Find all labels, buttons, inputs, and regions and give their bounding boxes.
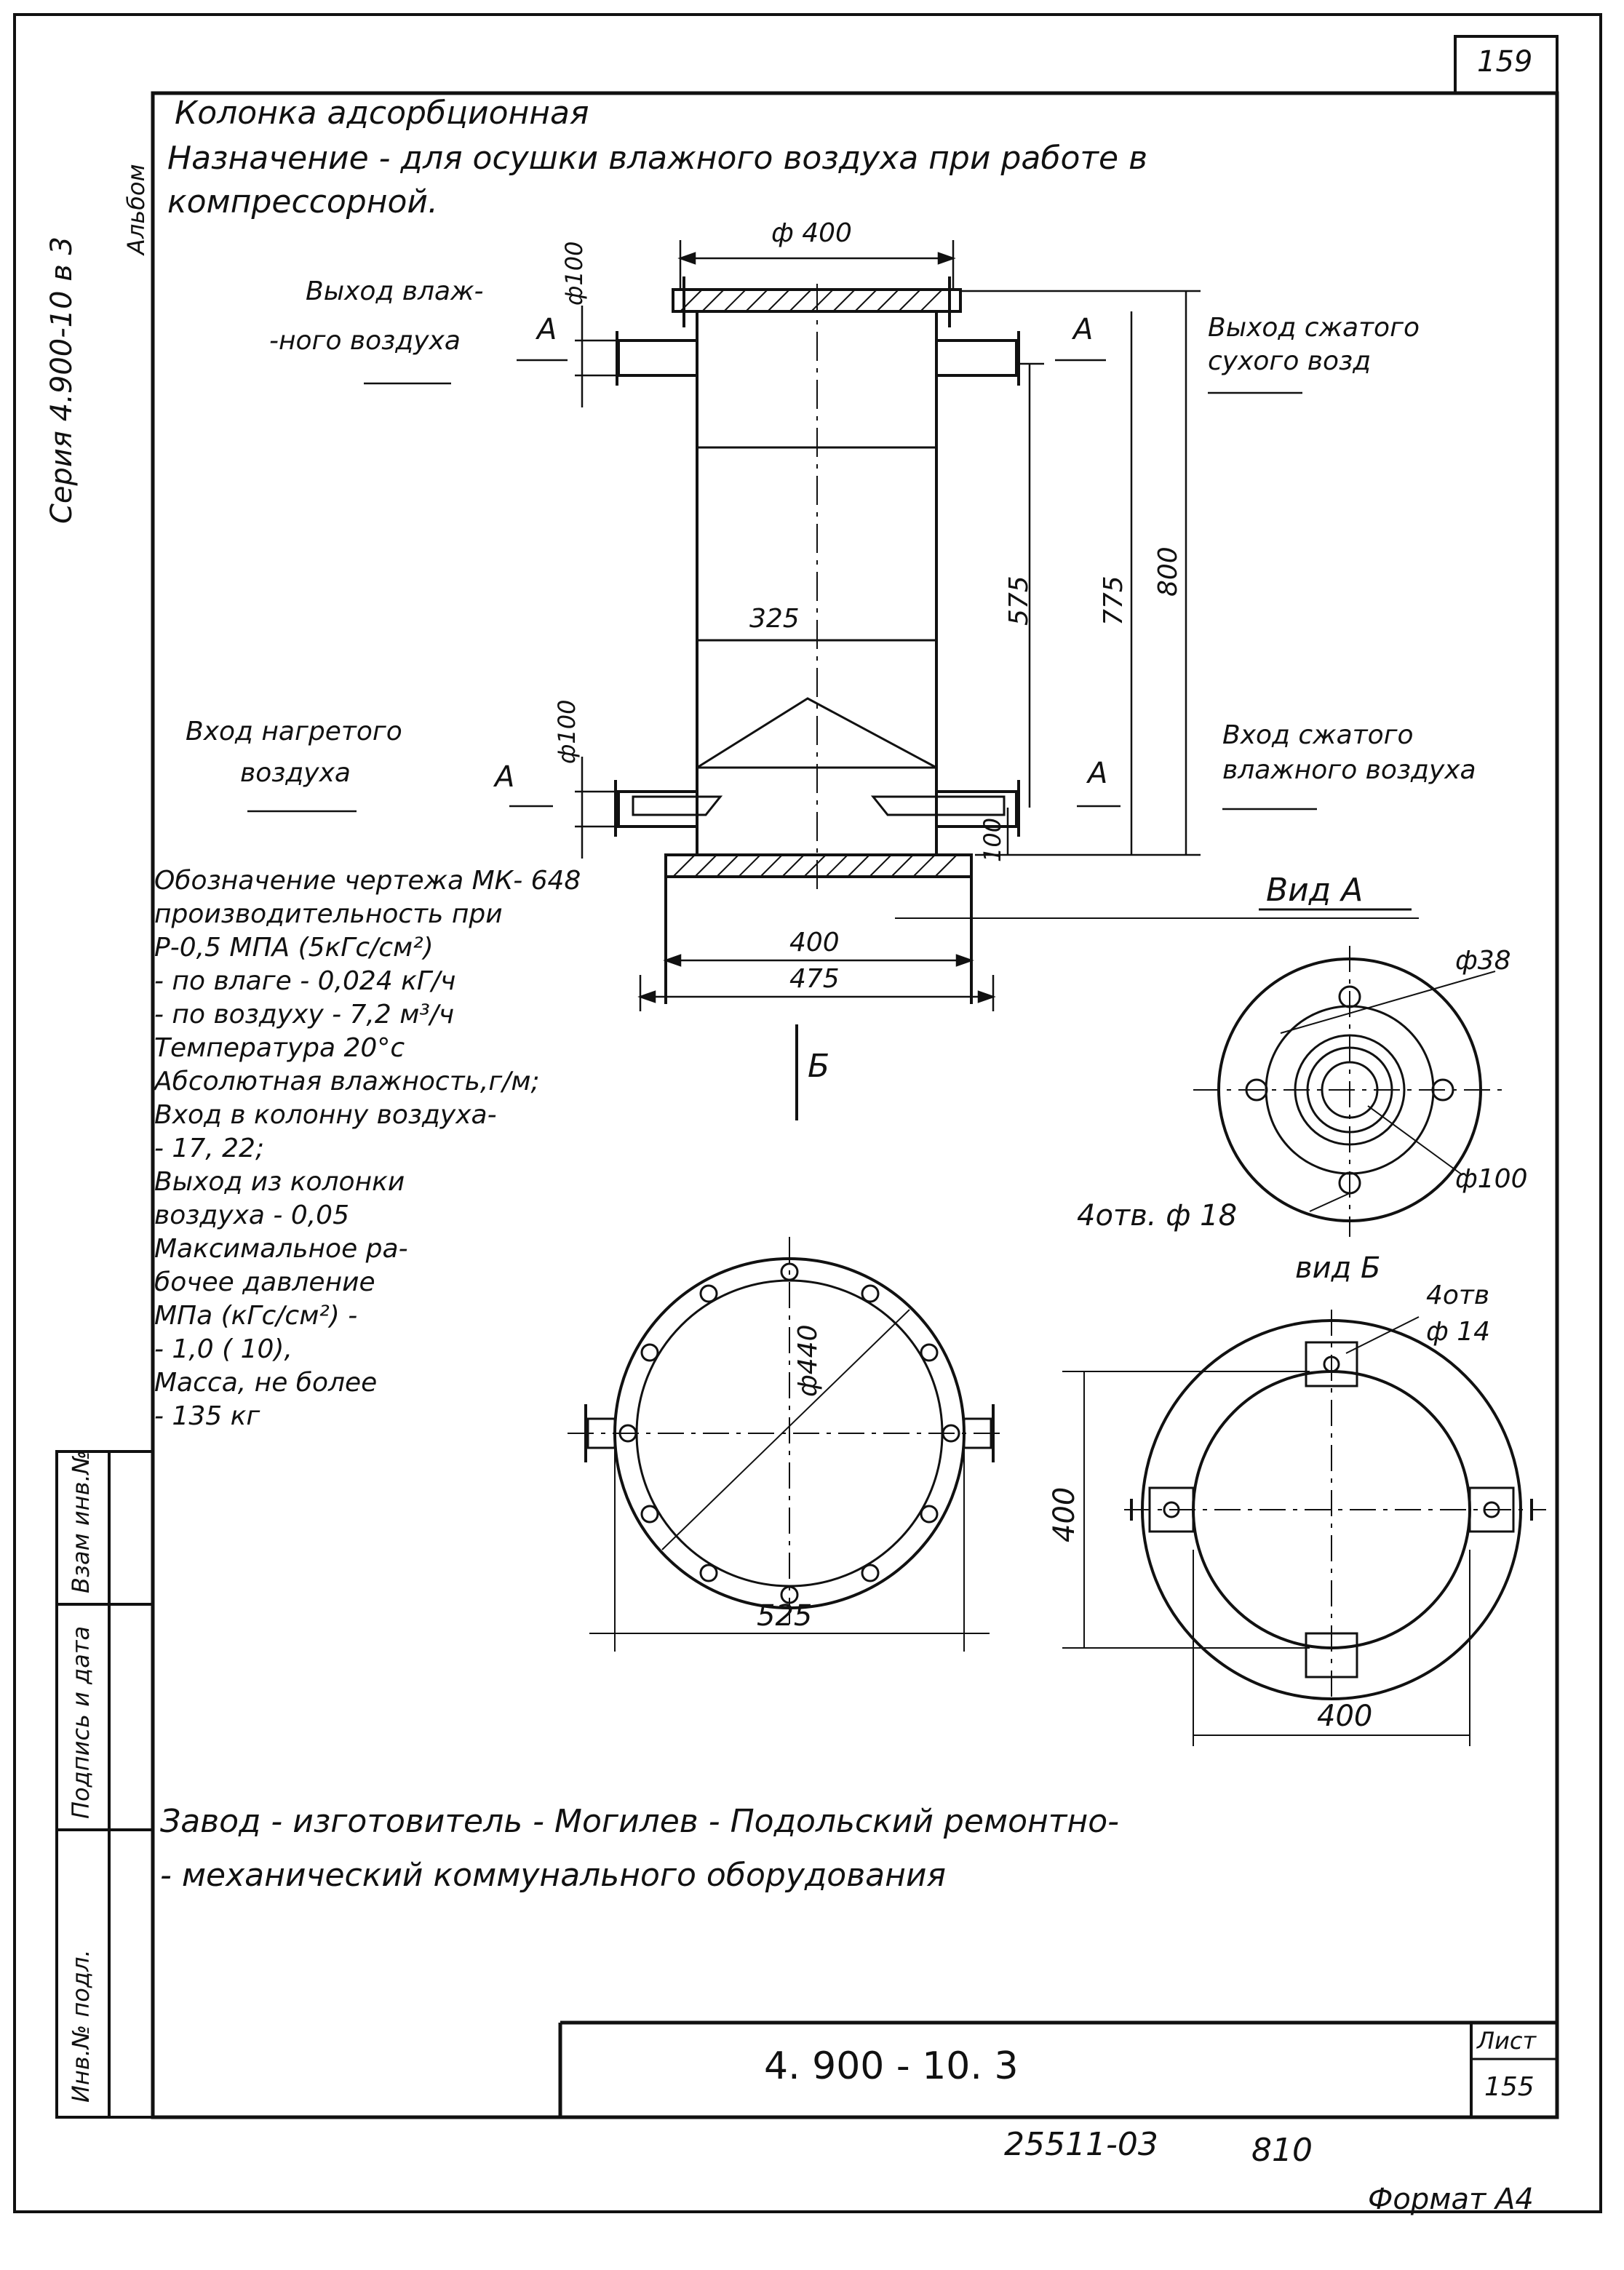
label-humid-in-2: влажного воздуха — [1222, 755, 1476, 785]
manufacturer-line-2: - механический коммунального оборудовани… — [160, 1857, 946, 1894]
sheet-number: 155 — [1484, 2072, 1535, 2102]
view-b — [1062, 1310, 1546, 1746]
spec-line: - 1,0 ( 10), — [154, 1334, 292, 1364]
album-label: Альбом — [122, 164, 150, 255]
spec-line: Максимальное ра- — [154, 1234, 408, 1264]
dim-d100-top: ф100 — [560, 241, 588, 306]
spec-line: Температура 20°с — [154, 1033, 405, 1063]
spec-line: бочее давление — [154, 1267, 375, 1297]
view-b-title: вид Б — [1295, 1251, 1381, 1285]
sheet-border — [13, 13, 1602, 2213]
format-label: Формат А4 — [1368, 2183, 1534, 2216]
view-a-holes: 4отв. ф 18 — [1077, 1199, 1238, 1232]
view-a-title: Вид А — [1266, 872, 1364, 909]
sheet-label: Лист — [1477, 2027, 1537, 2055]
dim-view-a-d38: ф38 — [1455, 946, 1511, 976]
spec-line: - по влаге - 0,024 кГ/ч — [154, 966, 456, 996]
dim-100: 100 — [979, 817, 1006, 862]
view-a — [1193, 946, 1506, 1237]
label-humid-in-1: Вход сжатого — [1222, 720, 1414, 750]
stamp-signature-date: Подпись и дата — [67, 1625, 95, 1819]
sheet-number-top: 159 — [1477, 45, 1533, 79]
spec-line: воздуха - 0,05 — [154, 1200, 349, 1230]
spec-line: - 135 кг — [154, 1401, 260, 1431]
spec-line: - по воздуху - 7,2 м³/ч — [154, 1000, 455, 1030]
purpose-line: Назначение - для осушки влажного воздуха… — [167, 140, 1148, 177]
dim-base-400: 400 — [789, 928, 840, 957]
label-heated-in-2: воздуха — [240, 758, 351, 788]
view-b-holes-a: 4отв — [1426, 1281, 1490, 1310]
dim-base-475: 475 — [789, 964, 840, 994]
section-a-marker-ll: А — [495, 760, 515, 794]
dim-775: 775 — [1099, 576, 1129, 626]
series-label: Серия 4.900-10 в 3 — [45, 236, 79, 524]
section-a-marker-lr: А — [1088, 757, 1108, 790]
manufacturer-line-1: Завод - изготовитель - Могилев - Подольс… — [160, 1803, 1120, 1840]
dim-575: 575 — [1004, 576, 1034, 626]
spec-line: МПа (кГс/см²) - — [154, 1301, 358, 1331]
section-a-marker-ul: А — [537, 313, 557, 346]
spec-line: производительность при — [154, 899, 503, 929]
spec-line: Р-0,5 МПА (5кГс/см²) — [154, 933, 434, 963]
spec-line: Обозначение чертежа МК- 648 — [154, 866, 581, 896]
dim-d400: ф 400 — [771, 218, 852, 248]
dim-view-b-400-horizontal: 400 — [1317, 1700, 1373, 1733]
purpose-line-2: компрессорной. — [167, 183, 438, 220]
spec-line: - 17, 22; — [154, 1134, 265, 1163]
label-humid-out-1: Выход влаж- — [306, 276, 484, 306]
label-heated-in-1: Вход нагретого — [186, 717, 402, 746]
dim-d100-bottom: ф100 — [553, 699, 581, 764]
front-view — [614, 276, 1020, 1004]
archive-number: 25511-03 — [1004, 2126, 1158, 2163]
inner-frame — [151, 91, 1559, 2119]
spec-line: Вход в колонну воздуха- — [154, 1100, 497, 1130]
dimension-lines — [247, 240, 1317, 1120]
doc-code: 4. 900 - 10. 3 — [764, 2044, 1019, 2088]
dim-plan-525: 525 — [757, 1599, 813, 1633]
section-a-marker-ur: А — [1073, 313, 1094, 346]
label-humid-out-2: -ного воздуха — [269, 326, 461, 356]
label-dry-out-1: Выход сжатого — [1208, 313, 1420, 343]
spec-line: Выход из колонки — [154, 1167, 405, 1197]
spec-line: Абсолютная влажность,г/м; — [154, 1067, 540, 1096]
view-b-holes-b: ф 14 — [1426, 1317, 1491, 1347]
dim-325: 325 — [749, 604, 800, 634]
spec-line: Масса, не более — [154, 1368, 378, 1398]
sheet-number-box — [1454, 35, 1559, 95]
dim-800: 800 — [1153, 546, 1183, 597]
stamp-orig-inv: Инв.№ подл. — [67, 1949, 95, 2103]
specs-block: Обозначение чертежа МК- 648 производител… — [154, 864, 581, 1433]
dim-plan-d440: ф440 — [793, 1324, 823, 1398]
stamp-replaced-inv: Взам инв.№ — [67, 1450, 95, 1593]
drawing-title: Колонка адсорбционная — [175, 95, 589, 132]
section-b-marker: Б — [808, 1048, 830, 1085]
label-dry-out-2: сухого возд — [1208, 346, 1372, 376]
extra-number: 810 — [1251, 2132, 1313, 2169]
plan-view — [568, 1237, 1004, 1652]
dim-view-b-400-vertical: 400 — [1048, 1486, 1081, 1542]
dim-view-a-d100: ф100 — [1455, 1164, 1528, 1194]
side-stamp-strip — [55, 1450, 154, 2119]
